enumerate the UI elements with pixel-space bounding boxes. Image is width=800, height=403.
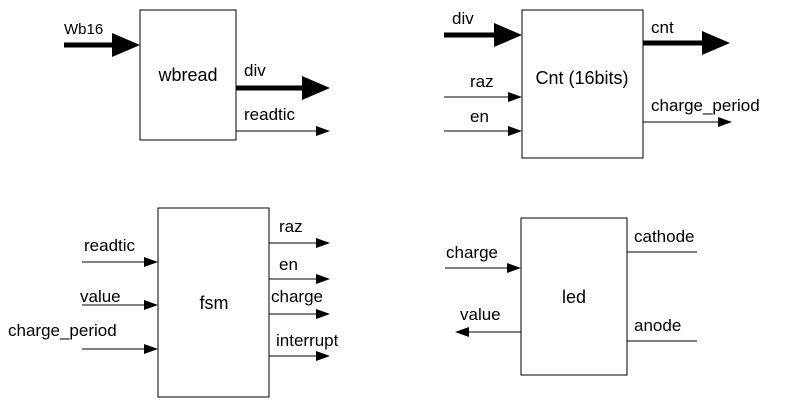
cnt-output-cnt: cnt [643,18,730,55]
readtic-in-arrowhead-icon [144,257,158,267]
led-title: led [562,287,586,307]
charge-period-in-arrowhead-icon [144,344,158,354]
charge-out-arrowhead-icon [316,309,330,319]
readtic-out-label: readtic [244,105,296,124]
raz-out-label: raz [279,217,303,236]
led-input-charge: charge [445,243,521,273]
raz-in-arrowhead-icon [508,92,522,102]
fsm-input-value: value [80,287,158,310]
wbread-output-div: div [236,61,330,100]
cnt-input-div: div [444,9,522,47]
div-arrowhead-icon [302,76,330,100]
fsm-output-raz: raz [269,217,330,248]
cnt-input-en: en [444,107,522,136]
charge-in-label: charge [446,243,498,262]
fsm-title: fsm [200,293,229,313]
div-in-arrowhead-icon [494,23,522,47]
raz-in-label: raz [470,72,494,91]
value-in-arrowhead-icon [144,300,158,310]
wbread-input-wb16: Wb16 [64,21,140,57]
wbread-output-readtic: readtic [236,105,330,136]
fsm-output-en: en [269,255,330,284]
fsm-input-charge-period: charge_period [8,321,158,354]
fsm-output-charge: charge [269,287,330,319]
led-output-value: value [455,305,521,337]
value-in-label: value [80,287,121,306]
en-out-label: en [279,255,298,274]
interrupt-out-label: interrupt [276,331,339,350]
value-out-label: value [460,305,501,324]
charge-in-arrowhead-icon [507,263,521,273]
led-block: led charge value cathode anode [445,217,697,376]
en-in-arrowhead-icon [508,126,522,136]
wb16-arrowhead-icon [112,33,140,57]
cnt-box [521,9,644,159]
cnt-title: Cnt (16bits) [535,68,628,88]
cnt-arrowhead-icon [702,31,730,55]
cnt-out-label: cnt [651,18,674,37]
fsm-block: fsm readtic value charge_period raz [8,207,339,398]
fsm-box [157,207,270,398]
div-out-label: div [244,61,266,80]
led-pin-cathode: cathode [627,227,697,253]
charge-out-label: charge [271,287,323,306]
charge-period-in-label: charge_period [8,321,117,340]
value-out-arrowhead-icon [455,327,469,337]
wbread-block: wbread Wb16 div readtic [64,9,330,141]
led-box [520,217,628,376]
cathode-label: cathode [634,227,695,246]
cnt-input-raz: raz [444,72,522,102]
charge-period-out-label: charge_period [651,96,760,115]
readtic-arrowhead-icon [316,126,330,136]
div-in-label: div [452,9,474,28]
readtic-in-label: readtic [84,236,136,255]
cnt-block: Cnt (16bits) div raz en cnt [444,9,760,159]
led-pin-anode: anode [627,316,697,342]
raz-out-arrowhead-icon [316,238,330,248]
charge-period-arrowhead-icon [718,117,732,127]
en-out-arrowhead-icon [316,274,330,284]
fsm-output-interrupt: interrupt [269,331,339,361]
anode-label: anode [634,316,681,335]
en-in-label: en [470,107,489,126]
fsm-input-readtic: readtic [82,236,158,267]
wbread-title: wbread [157,65,217,85]
wb16-label: Wb16 [64,21,103,38]
cnt-output-charge-period: charge_period [643,96,760,127]
wbread-box [139,9,237,141]
interrupt-out-arrowhead-icon [316,351,330,361]
